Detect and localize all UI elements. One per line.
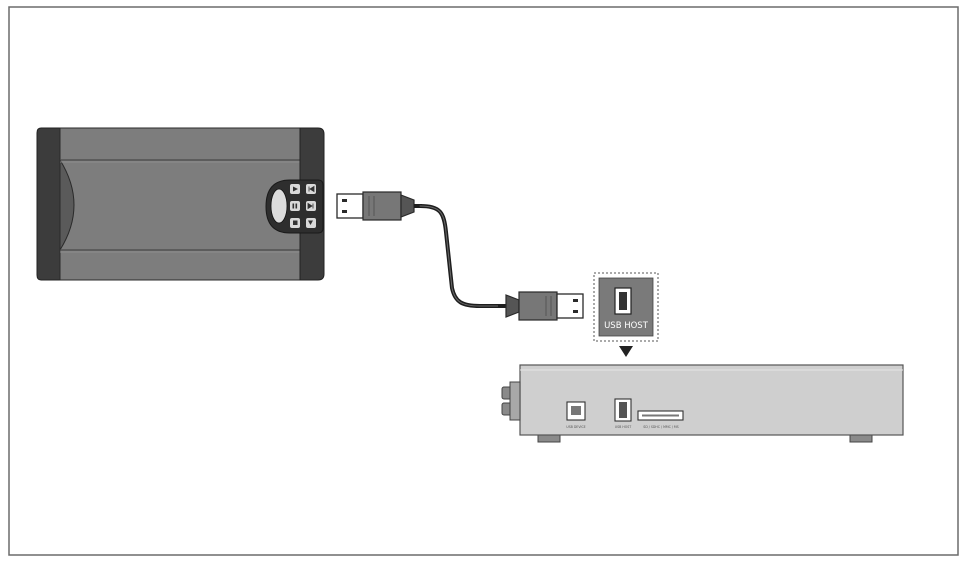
drive-left-bezel: [59, 158, 75, 252]
next-icon: [307, 202, 314, 210]
player-body: [519, 364, 904, 436]
player-usb-device-port: USB DEVICE: [566, 401, 586, 429]
diagram-frame: [8, 6, 959, 556]
usb-host-callout: USB HOST: [593, 272, 659, 357]
previous-icon: [308, 185, 315, 193]
drive-left-cap: [36, 127, 63, 281]
svg-text:USB HOST: USB HOST: [615, 425, 631, 429]
media-player: USB DEVICE USB HOST SD / SDHC / MMC / MS: [501, 364, 904, 443]
usb-plug-bottom: [498, 291, 584, 321]
drive-nav-oval: [270, 188, 288, 224]
player-side-knobs: [501, 381, 521, 421]
play-icon: [293, 186, 298, 192]
player-card-slot: SD / SDHC / MMC / MS: [637, 410, 684, 429]
external-hard-drive: [36, 127, 325, 281]
down-arrow-icon: [619, 346, 633, 357]
stop-icon: [293, 220, 298, 225]
drive-button-2: [290, 201, 300, 211]
pause-icon: [292, 203, 298, 209]
player-usb-host-port: USB HOST: [614, 398, 632, 429]
svg-text:SD / SDHC / MMC / MS: SD / SDHC / MMC / MS: [643, 425, 678, 429]
usb-cable: [336, 191, 584, 321]
svg-text:USB DEVICE: USB DEVICE: [566, 425, 585, 429]
callout-label: USB HOST: [604, 321, 649, 331]
